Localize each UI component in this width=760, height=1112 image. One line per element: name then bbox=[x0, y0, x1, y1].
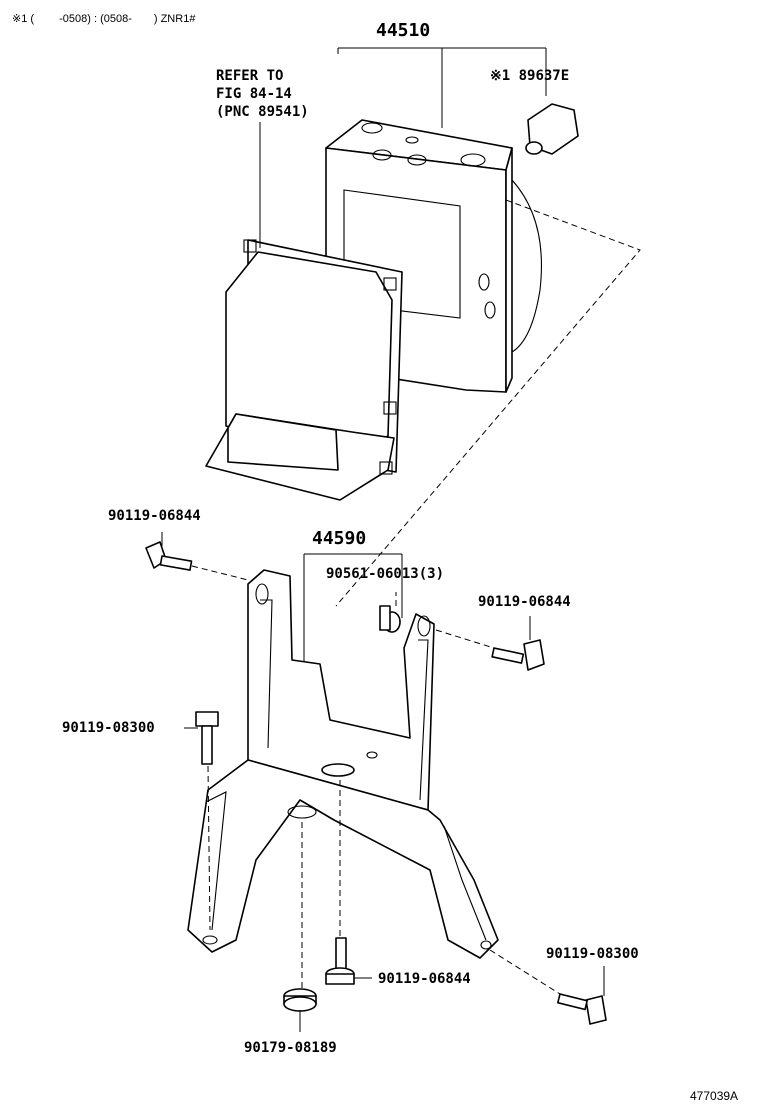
label-bolt-upper-right: 90119-06844 bbox=[478, 594, 571, 610]
label-nut-bottom: 90179-08189 bbox=[244, 1040, 337, 1056]
label-bolt-lower-right: 90119-08300 bbox=[546, 946, 639, 962]
label-bolt-lower-center: 90119-06844 bbox=[378, 971, 471, 987]
label-44590: 44590 bbox=[312, 528, 366, 549]
leader-lines bbox=[161, 47, 605, 1032]
label-refer-line3: (PNC 89541) bbox=[216, 104, 309, 120]
label-bolt-mid-left: 90119-08300 bbox=[62, 720, 155, 736]
label-grommet: 90561-06013(3) bbox=[326, 566, 444, 582]
label-44510: 44510 bbox=[376, 20, 430, 41]
bolt-lower-right-icon bbox=[557, 993, 607, 1025]
label-refer-line1: REFER TO bbox=[216, 68, 283, 84]
figure-id: 477039A bbox=[690, 1089, 738, 1103]
bolt-upper-left-icon bbox=[145, 541, 193, 571]
applicability-note: ※1 ( -0508) : (0508- ) ZNR1# bbox=[12, 13, 196, 25]
label-89637e: ※1 89637E bbox=[490, 68, 569, 84]
pressure-sensor bbox=[525, 103, 579, 155]
nut-bottom-icon bbox=[283, 988, 317, 1012]
bolt-lower-center-icon bbox=[325, 937, 355, 985]
label-bolt-upper-left: 90119-06844 bbox=[108, 508, 201, 524]
bolt-upper-right-icon bbox=[491, 639, 545, 671]
grommet-icon bbox=[379, 605, 401, 633]
bracket bbox=[187, 569, 499, 959]
label-refer-line2: FIG 84-14 bbox=[216, 86, 292, 102]
bolt-mid-left-icon bbox=[195, 711, 219, 765]
dashed-guides bbox=[191, 199, 641, 995]
ecu-module bbox=[205, 239, 403, 501]
